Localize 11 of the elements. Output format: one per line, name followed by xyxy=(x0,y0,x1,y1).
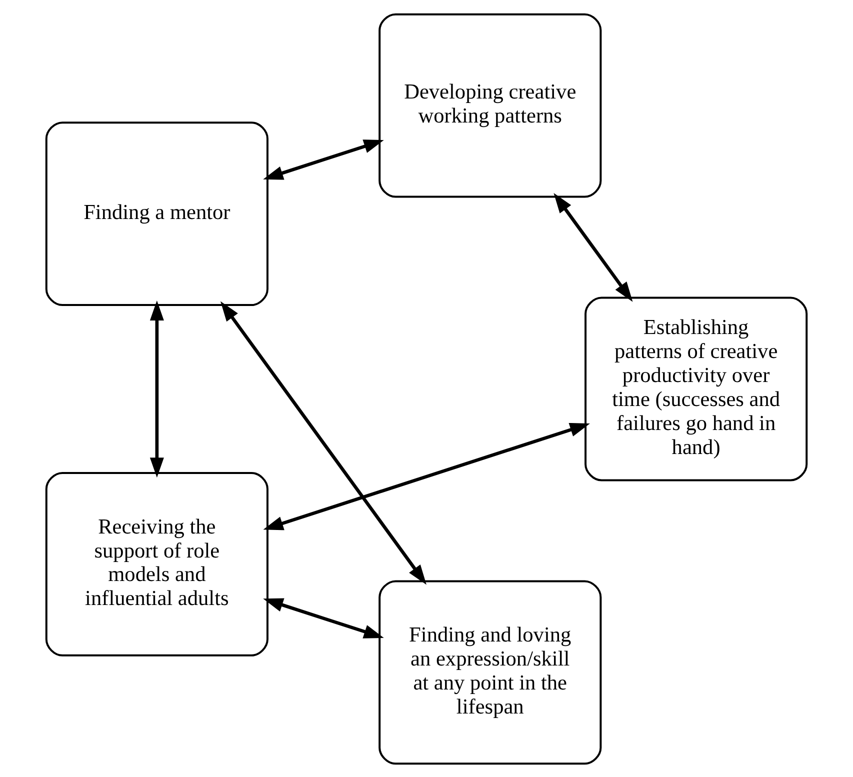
node-box: Establishing patterns of creative productivity over time (successes and failures go hand in hand) xyxy=(584,296,808,481)
arrow xyxy=(263,598,384,638)
arrow xyxy=(554,192,633,302)
node-box: Developing creative working patterns xyxy=(378,12,602,198)
node-box: Finding a mentor xyxy=(45,121,268,306)
arrow xyxy=(220,300,426,584)
arrow xyxy=(263,139,384,180)
node-box: Receiving the support of role models and influential adults xyxy=(45,471,268,656)
arrow xyxy=(263,422,590,530)
arrow xyxy=(150,300,164,478)
node-box: Finding and loving an expression/skill at any point in the lifespan xyxy=(378,580,602,764)
